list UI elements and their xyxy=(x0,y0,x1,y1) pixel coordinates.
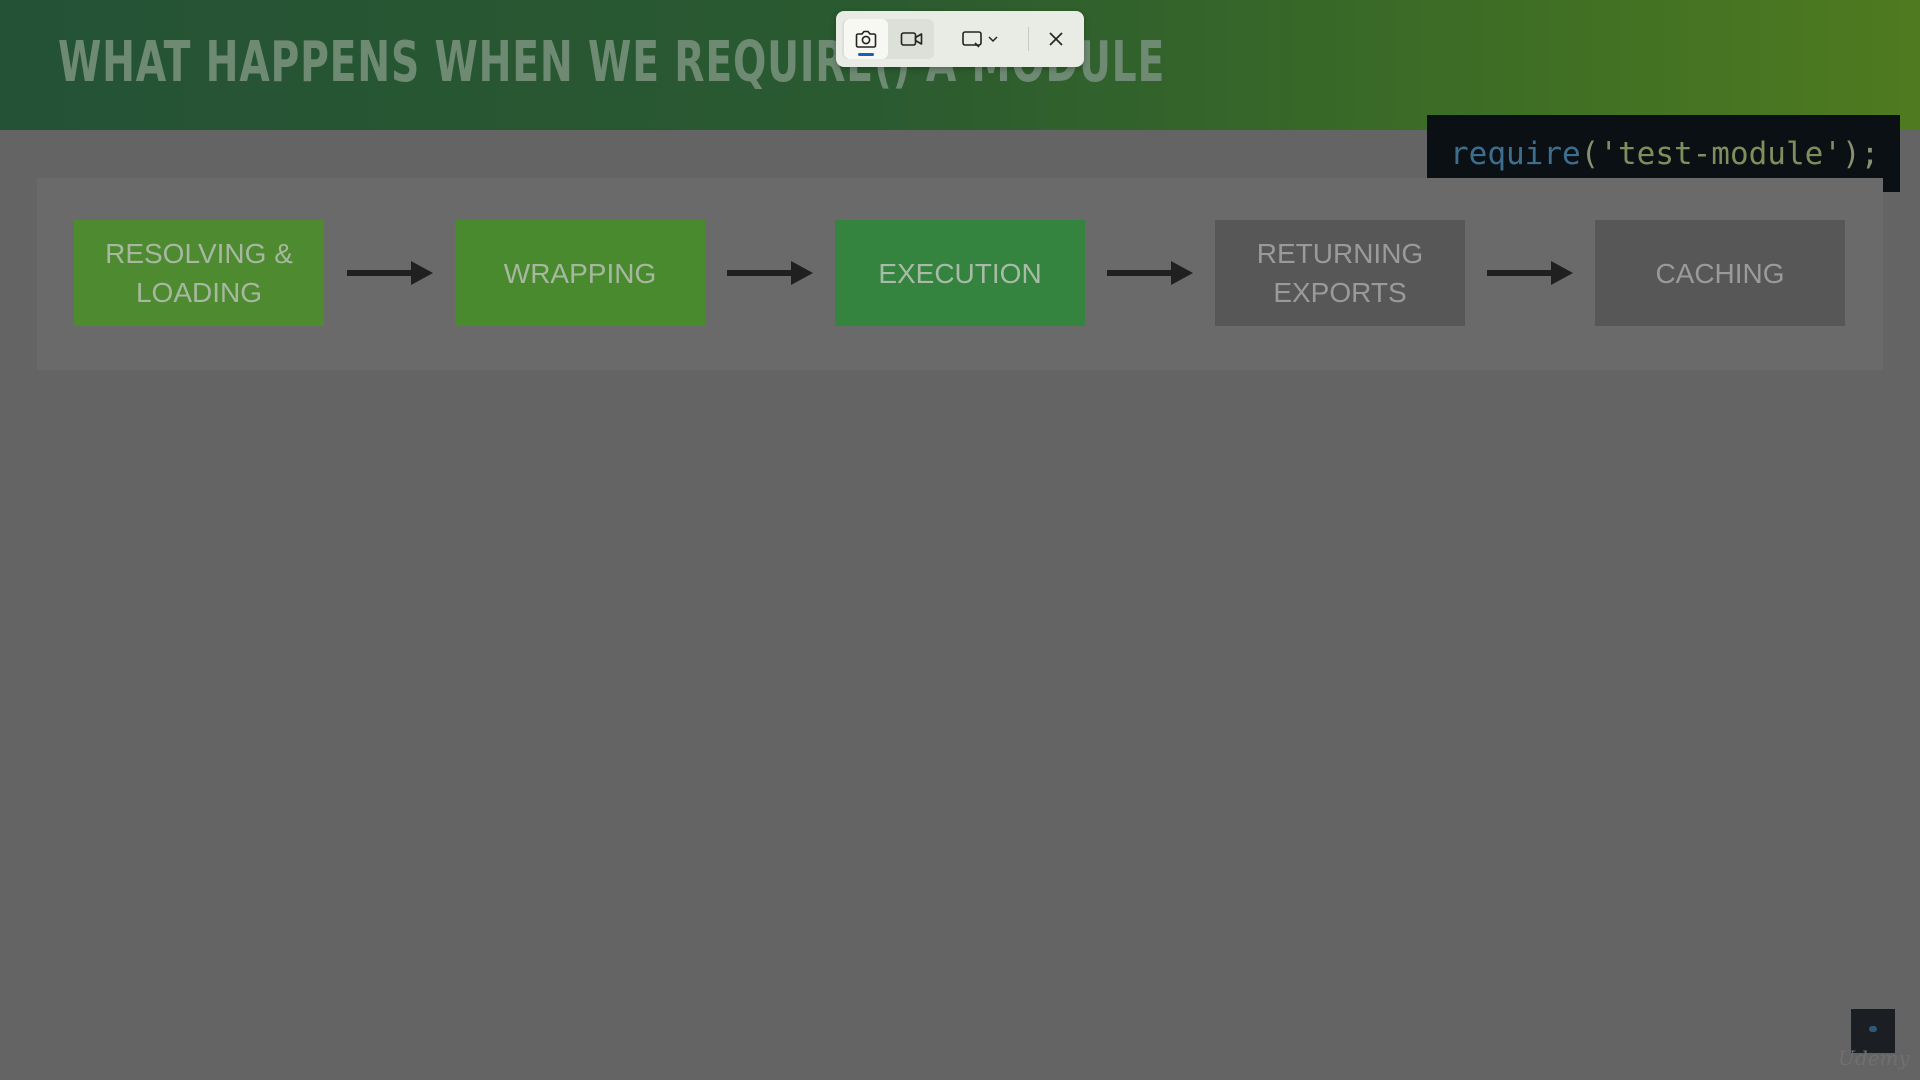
step-returning-exports: RETURNING EXPORTS xyxy=(1215,220,1465,326)
snip-shape-dropdown[interactable] xyxy=(948,19,1012,59)
toolbar-divider xyxy=(1028,27,1029,51)
instructor-badge xyxy=(1851,1009,1895,1053)
close-icon xyxy=(1049,32,1063,46)
step-wrapping: WRAPPING xyxy=(455,220,705,326)
badge-logo-icon xyxy=(1869,1026,1877,1032)
arrow-right-icon xyxy=(727,261,813,285)
active-mode-indicator xyxy=(858,53,874,56)
snipping-toolbar xyxy=(836,11,1084,67)
step-label-line: RESOLVING & xyxy=(105,238,293,269)
step-resolving-loading: RESOLVING & LOADING xyxy=(74,220,324,326)
watermark: Udemy xyxy=(1838,1046,1910,1070)
video-camera-icon xyxy=(900,32,923,46)
video-mode-button[interactable] xyxy=(890,19,934,59)
arrow-right-icon xyxy=(1107,261,1193,285)
step-execution: EXECUTION xyxy=(835,220,1085,326)
arrow-right-icon xyxy=(1487,261,1573,285)
flow-diagram: RESOLVING & LOADING WRAPPING EXECUTION R… xyxy=(37,178,1883,370)
step-label: EXECUTION xyxy=(878,257,1042,289)
step-label: CACHING xyxy=(1655,257,1785,289)
step-label-line: EXPORTS xyxy=(1273,277,1407,308)
code-open-paren: ( xyxy=(1580,135,1600,172)
camera-icon xyxy=(855,30,877,48)
close-button[interactable] xyxy=(1036,19,1076,59)
chevron-down-icon xyxy=(988,36,998,43)
step-caching: CACHING xyxy=(1595,220,1845,326)
code-function: require xyxy=(1450,135,1581,172)
code-close-paren: ); xyxy=(1841,135,1880,172)
step-label: WRAPPING xyxy=(503,257,657,289)
rectangle-snip-icon xyxy=(962,31,982,48)
code-string: 'test-module' xyxy=(1599,135,1842,172)
step-label-line: LOADING xyxy=(135,277,262,308)
step-label-line: RETURNING xyxy=(1256,238,1424,269)
screenshot-mode-button[interactable] xyxy=(844,19,888,59)
arrow-right-icon xyxy=(347,261,433,285)
